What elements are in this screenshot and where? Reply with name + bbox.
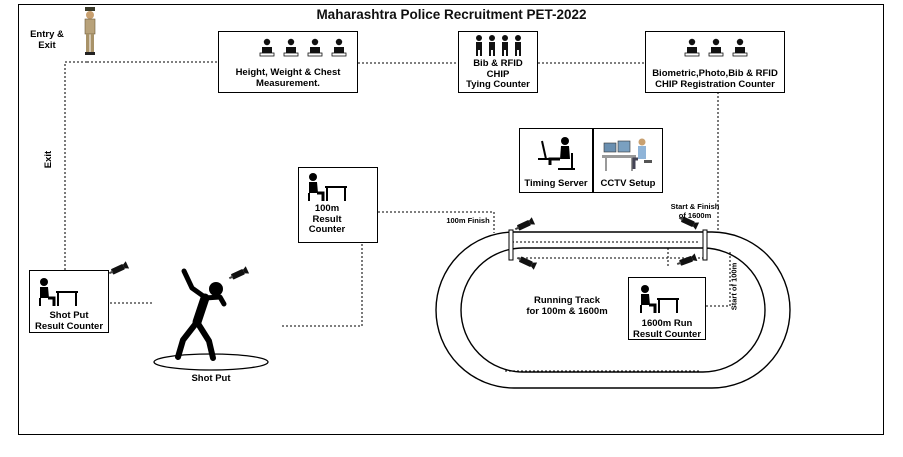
- officer-icon: [84, 7, 96, 55]
- result-1600m-label: 1600m Run Result Counter: [632, 318, 702, 340]
- staff-icon: [476, 35, 521, 56]
- timing-server-station: Timing Server: [519, 128, 593, 193]
- result-100m-label: 100m Result Counter: [308, 203, 346, 235]
- cctv-operator-icon: [602, 138, 652, 171]
- timing-person-icon: [538, 137, 575, 170]
- measurement-label: Height, Weight & Chest Measurement.: [235, 67, 341, 89]
- desk-person-icon: [39, 278, 78, 306]
- shot-put-result-counter: Shot Put Result Counter: [29, 270, 109, 333]
- page-title: Maharashtra Police Recruitment PET-2022: [316, 7, 587, 22]
- entry-exit-label: Entry & Exit: [30, 29, 64, 51]
- bib-tying-label: Bib & RFID CHIP Tying Counter: [466, 58, 530, 90]
- start-100m-label: Start of 100m: [729, 262, 739, 311]
- timing-server-label: Timing Server: [524, 178, 588, 189]
- shot-put-label: Shot Put: [191, 373, 231, 384]
- finish-100m-label: 100m Finish: [446, 216, 490, 225]
- staff-icon: [684, 38, 748, 57]
- registration-label: Biometric,Photo,Bib & RFID CHIP Registra…: [652, 68, 778, 90]
- start-finish-1600m-label: Start & Finish of 1600m: [670, 202, 720, 220]
- measurement-station: Height, Weight & Chest Measurement.: [218, 31, 358, 93]
- shot-put-athlete-icon: [175, 268, 227, 361]
- shot-put-result-label: Shot Put Result Counter: [34, 310, 104, 332]
- running-track-label: Running Track for 100m & 1600m: [526, 295, 608, 317]
- cctv-setup-station: CCTV Setup: [593, 128, 663, 193]
- desk-person-icon: [308, 173, 347, 201]
- walkway-paths: [64, 61, 731, 372]
- running-track: [435, 229, 791, 389]
- exit-label: Exit: [43, 150, 55, 169]
- bib-tying-station: Bib & RFID CHIP Tying Counter: [458, 31, 538, 93]
- desk-person-icon: [640, 285, 679, 313]
- cctv-setup-label: CCTV Setup: [600, 178, 656, 189]
- registration-station: Biometric,Photo,Bib & RFID CHIP Registra…: [645, 31, 785, 93]
- result-1600m-counter: 1600m Run Result Counter: [628, 277, 706, 340]
- staff-icon: [259, 38, 347, 57]
- result-100m-counter: 100m Result Counter: [298, 167, 378, 243]
- diagram-frame: [18, 4, 884, 435]
